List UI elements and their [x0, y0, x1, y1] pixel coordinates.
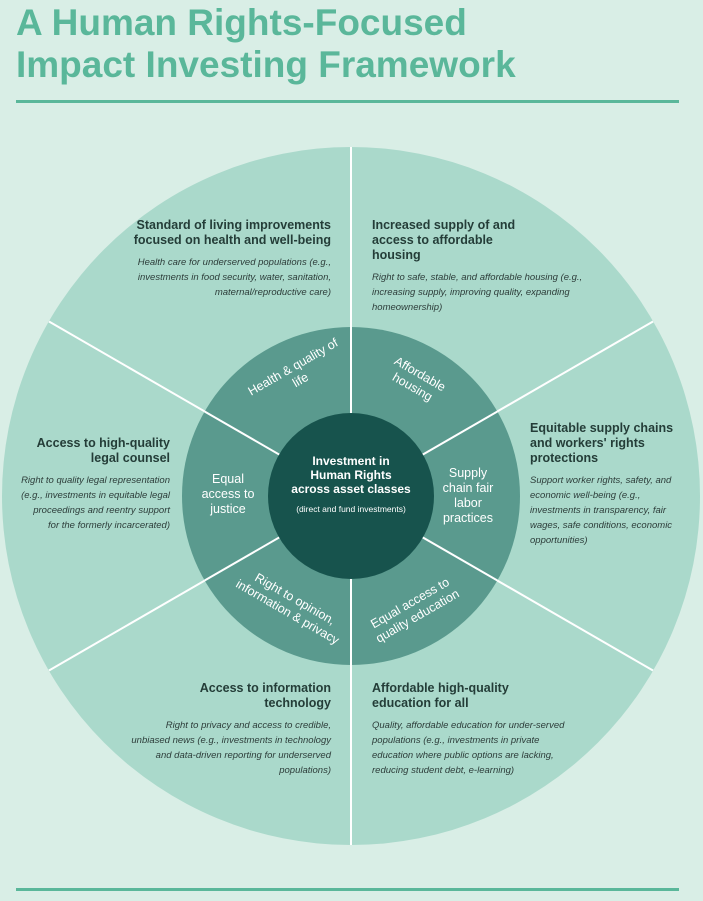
- center-title: Investment in Human Rights across asset …: [291, 454, 411, 496]
- bottom-divider: [16, 888, 679, 891]
- outer-description-education: Quality, affordable education for under-…: [372, 720, 565, 776]
- outer-segment-legal: Access to high-quality legal counsel Rig…: [20, 436, 170, 533]
- outer-description-legal: Right to quality legal representation (e…: [21, 475, 170, 531]
- page-title: A Human Rights-Focused Impact Investing …: [16, 2, 696, 86]
- outer-description-information: Right to privacy and access to credible,…: [131, 720, 331, 776]
- title-line-2: Impact Investing Framework: [16, 44, 516, 85]
- outer-heading-housing: Increased supply of and access to afford…: [372, 218, 516, 262]
- outer-description-health: Health care for underserved populations …: [137, 257, 331, 298]
- inner-segment-supply-chain: Supply chain fair labor practices: [442, 466, 494, 525]
- center-hub: [268, 413, 434, 579]
- outer-segment-health: Standard of living improvements focused …: [125, 218, 331, 300]
- outer-segment-housing: Increased supply of and access to afford…: [372, 218, 587, 315]
- outer-heading-legal: Access to high-quality legal counsel: [36, 436, 170, 465]
- center-subtitle: (direct and fund investments): [296, 504, 406, 514]
- outer-description-supply-chain: Support worker rights, safety, and econo…: [530, 475, 673, 546]
- outer-segment-education: Affordable high-quality education for al…: [372, 681, 582, 778]
- outer-description-housing: Right to safe, stable, and affordable ho…: [372, 272, 583, 313]
- outer-segment-supply-chain: Equitable supply chains and workers' rig…: [530, 421, 680, 548]
- outer-heading-information: Access to information technology: [199, 681, 331, 710]
- top-divider: [16, 100, 679, 103]
- inner-segment-justice: Equal access to justice: [201, 472, 255, 516]
- center-label: Investment in Human Rights across asset …: [291, 454, 411, 515]
- title-line-1: A Human Rights-Focused: [16, 2, 467, 43]
- outer-heading-health: Standard of living improvements focused …: [133, 218, 331, 247]
- outer-segment-information: Access to information technology Right t…: [128, 681, 331, 778]
- outer-heading-education: Affordable high-quality education for al…: [372, 681, 509, 710]
- outer-heading-supply-chain: Equitable supply chains and workers' rig…: [530, 421, 674, 465]
